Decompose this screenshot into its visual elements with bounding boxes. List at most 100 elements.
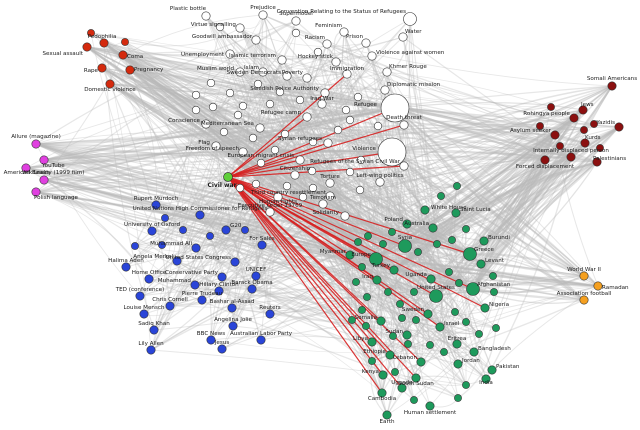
node-nigeria[interactable]: [480, 303, 490, 313]
node-conscience[interactable]: [201, 119, 211, 129]
node-labor[interactable]: [256, 335, 266, 345]
graph-node[interactable]: [345, 167, 355, 177]
graph-node[interactable]: [453, 182, 461, 190]
node-europe-crisis[interactable]: [295, 155, 305, 165]
graph-node[interactable]: [206, 78, 216, 88]
node-violence-women[interactable]: [367, 51, 377, 61]
node-khmer[interactable]: [382, 67, 392, 77]
node-assad[interactable]: [227, 303, 237, 313]
graph-node[interactable]: [580, 126, 588, 134]
node-turkey[interactable]: [389, 265, 399, 275]
node-racism[interactable]: [322, 39, 332, 49]
node-flag[interactable]: [211, 141, 221, 151]
graph-node[interactable]: [455, 279, 463, 287]
graph-node[interactable]: [291, 28, 301, 38]
graph-node[interactable]: [368, 357, 376, 365]
node-burundi[interactable]: [479, 236, 489, 246]
graph-node[interactable]: [191, 90, 201, 100]
node-earth[interactable]: [382, 410, 392, 420]
node-ramadan[interactable]: [593, 281, 603, 291]
node-rohingya[interactable]: [569, 113, 579, 123]
node-death-threat[interactable]: [399, 120, 409, 130]
graph-node[interactable]: [219, 127, 229, 137]
node-australia[interactable]: [428, 223, 438, 233]
graph-node[interactable]: [596, 144, 604, 152]
node-pakistan[interactable]: [487, 365, 497, 375]
node-syria[interactable]: [398, 239, 412, 253]
graph-node[interactable]: [590, 120, 598, 128]
graph-node[interactable]: [313, 47, 323, 57]
node-mediterranean[interactable]: [255, 123, 265, 133]
node-football[interactable]: [579, 295, 589, 305]
node-somali-americans[interactable]: [607, 81, 617, 91]
graph-node[interactable]: [161, 214, 169, 222]
node-polish-language[interactable]: [31, 187, 41, 197]
graph-node[interactable]: [235, 183, 245, 193]
node-cambodia[interactable]: [377, 388, 387, 398]
graph-node[interactable]: [241, 226, 249, 234]
graph-node[interactable]: [256, 158, 266, 168]
graph-node[interactable]: [358, 263, 366, 271]
node-feminism[interactable]: [339, 27, 349, 37]
node-jews[interactable]: [578, 105, 588, 115]
graph-node[interactable]: [355, 185, 365, 195]
node-prison[interactable]: [361, 38, 371, 48]
node-lebanon[interactable]: [416, 357, 426, 367]
node-allure[interactable]: [31, 139, 41, 149]
node-convention[interactable]: [403, 12, 417, 26]
graph-node[interactable]: [206, 232, 214, 240]
graph-node[interactable]: [363, 293, 371, 301]
node-sadiq[interactable]: [149, 325, 159, 335]
graph-node[interactable]: [536, 122, 544, 130]
node-violence[interactable]: [377, 137, 407, 167]
graph-node[interactable]: [356, 155, 366, 165]
graph-node[interactable]: [215, 22, 225, 32]
node-goodwill[interactable]: [251, 35, 261, 45]
graph-node[interactable]: [208, 102, 218, 112]
node-poverty[interactable]: [302, 73, 312, 83]
node-trudeau[interactable]: [197, 295, 207, 305]
graph-node[interactable]: [492, 324, 500, 332]
node-unemployment[interactable]: [225, 49, 235, 59]
graph-node[interactable]: [489, 272, 497, 280]
graph-node[interactable]: [270, 145, 280, 155]
graph-node[interactable]: [354, 238, 362, 246]
node-domestic-violence[interactable]: [105, 79, 115, 89]
node-rape[interactable]: [97, 63, 107, 73]
node-executive-order[interactable]: [265, 207, 275, 217]
node-pregnancy[interactable]: [125, 65, 135, 75]
graph-node[interactable]: [410, 288, 418, 296]
node-israel[interactable]: [435, 322, 445, 332]
node-refugees-syrian-civil-war[interactable]: [399, 161, 409, 171]
node-hockey[interactable]: [331, 57, 341, 67]
node-civil-war[interactable]: [223, 172, 233, 182]
node-levant[interactable]: [476, 259, 486, 269]
node-conservative[interactable]: [217, 272, 227, 282]
node-bangladesh[interactable]: [469, 347, 479, 357]
graph-node[interactable]: [191, 105, 201, 115]
node-iraq-war[interactable]: [317, 99, 327, 109]
node-sudan[interactable]: [402, 330, 412, 340]
node-virtue[interactable]: [235, 23, 245, 33]
node-merkel[interactable]: [172, 256, 182, 266]
graph-node[interactable]: [426, 341, 434, 349]
graph-node[interactable]: [280, 129, 290, 139]
node-south-sudan[interactable]: [411, 373, 421, 383]
graph-node[interactable]: [352, 278, 360, 286]
node-ethiopia[interactable]: [385, 350, 395, 360]
graph-node[interactable]: [307, 166, 317, 176]
graph-node[interactable]: [333, 125, 343, 135]
graph-node[interactable]: [547, 103, 555, 111]
graph-node[interactable]: [384, 288, 392, 296]
node-youtube[interactable]: [39, 155, 49, 165]
node-asylum-seeker[interactable]: [550, 130, 560, 140]
node-kurds[interactable]: [580, 138, 590, 148]
node-plastic-bottle[interactable]: [201, 11, 211, 21]
node-palestinians[interactable]: [592, 157, 602, 167]
node-sweden-dem[interactable]: [282, 71, 292, 81]
graph-node[interactable]: [396, 300, 404, 308]
node-chris[interactable]: [165, 301, 175, 311]
graph-node[interactable]: [121, 38, 129, 46]
graph-node[interactable]: [391, 368, 399, 376]
node-united-states[interactable]: [429, 289, 443, 303]
